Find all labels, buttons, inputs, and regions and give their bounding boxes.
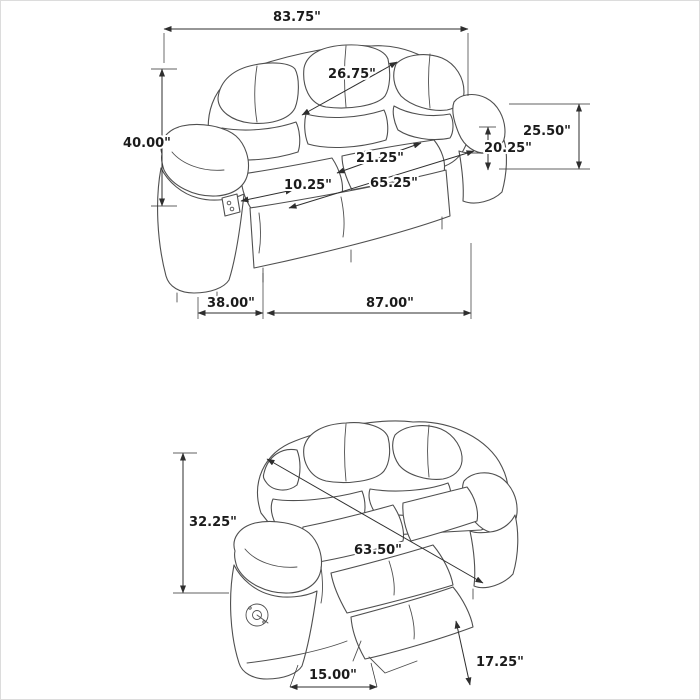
dim-arrow-seating-width xyxy=(266,458,484,584)
headrest-cushion xyxy=(303,422,391,484)
dim-label-seat-depth: 21.25" xyxy=(356,151,404,166)
handle-screw xyxy=(248,606,252,610)
dim-label-reclined-back-height: 32.25" xyxy=(189,515,237,530)
power-button xyxy=(226,200,232,206)
dim-label-back-cushion: 26.75" xyxy=(328,67,376,82)
dim-arrow-back-cushion xyxy=(301,61,398,116)
dim-arrow-seating-width xyxy=(288,150,475,209)
headrest-cushion xyxy=(217,62,299,124)
power-button xyxy=(229,206,235,212)
dim-label-arm-height: 25.50" xyxy=(523,124,571,139)
extension-line xyxy=(370,662,378,688)
handle-screw xyxy=(262,620,266,624)
recliner-mechanism xyxy=(352,640,362,662)
dim-label-overall-width: 83.75" xyxy=(273,10,321,25)
headrest-tuft-line xyxy=(254,65,258,123)
wing-cushion xyxy=(262,448,301,491)
dim-arrow-footrest-height xyxy=(454,620,472,686)
dim-label-arm-width: 10.25" xyxy=(284,178,332,193)
upright-dimensions: 83.75" 40.00" 26.75" 25.50" 20.25" 21.25… xyxy=(121,8,590,319)
recliner-handle-hub xyxy=(252,610,262,620)
left-armrest-body xyxy=(157,167,245,294)
dim-label-footrest-depth: 15.00" xyxy=(309,668,357,683)
dim-arrow-arm-width xyxy=(240,188,294,203)
headrest-tuft-line xyxy=(428,53,431,109)
dim-label-seating-width: 63.50" xyxy=(354,543,402,558)
dim-label-seat-height: 20.25" xyxy=(484,141,532,156)
left-armrest-seam xyxy=(171,151,225,171)
recliner-mechanism xyxy=(368,656,418,674)
dim-label-seating-width: 65.25" xyxy=(370,176,418,191)
seat-stitch-line xyxy=(320,566,323,604)
dim-label-reclined-depth: 87.00" xyxy=(366,296,414,311)
dim-label-footrest-height: 17.25" xyxy=(476,655,524,670)
extension-line xyxy=(289,664,299,688)
dim-label-overall-depth: 38.00" xyxy=(207,296,255,311)
left-armrest-body xyxy=(230,564,318,680)
sofa-upright-drawing xyxy=(157,44,507,303)
recliner-handle xyxy=(245,603,269,627)
lumbar-cushion xyxy=(392,105,454,141)
power-button-panel xyxy=(221,193,241,217)
recliner-handle-lever xyxy=(256,614,269,624)
reclined-dimensions: 32.25" 63.50" 17.25" 15.00" xyxy=(173,452,526,690)
dim-label-overall-height: 40.00" xyxy=(123,136,171,151)
sofa-base-edge xyxy=(246,640,348,664)
lumbar-cushion xyxy=(304,109,389,148)
footrest-panel xyxy=(350,586,474,660)
footrest-stitch-line xyxy=(408,604,415,640)
base-stitch-line xyxy=(258,212,261,254)
